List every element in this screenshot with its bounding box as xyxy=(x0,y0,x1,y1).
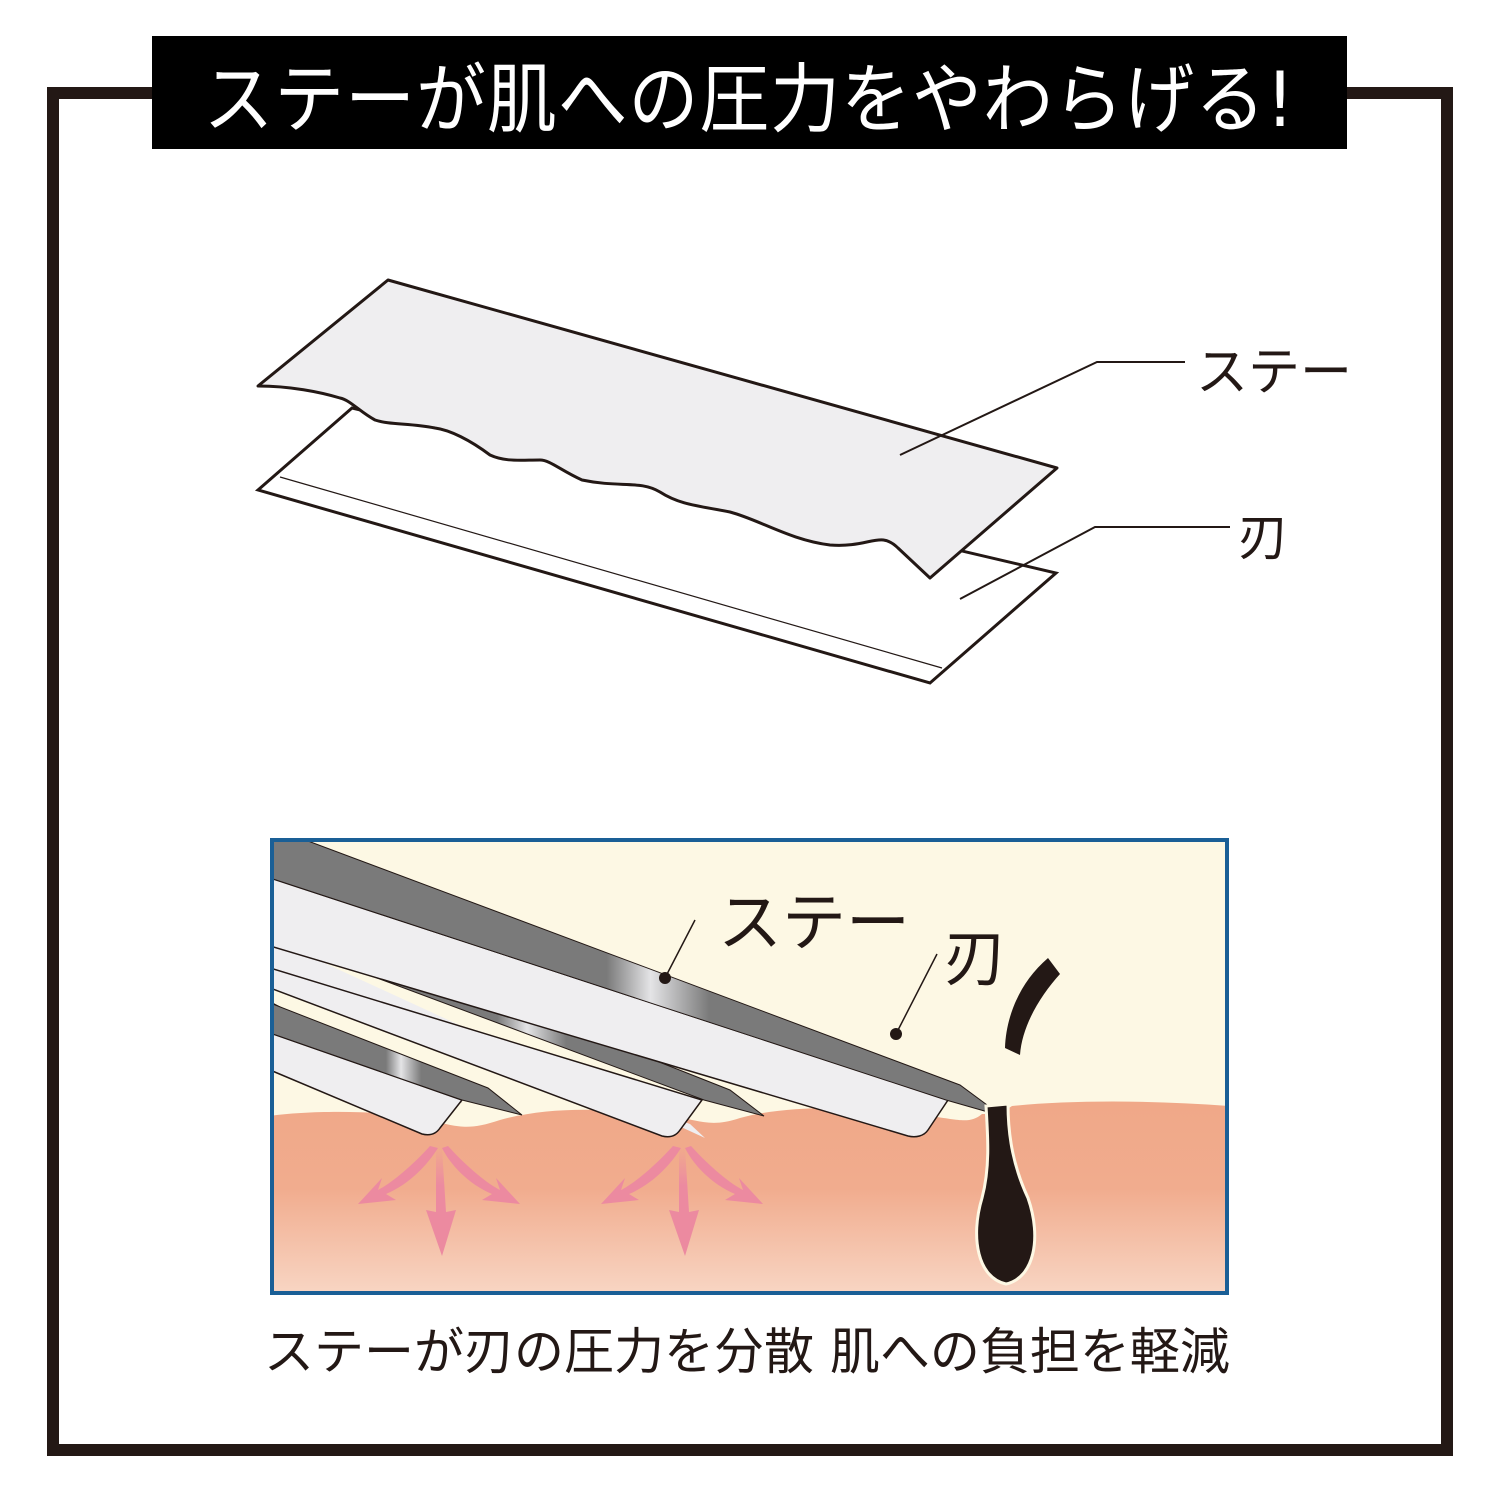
razor-blade-set-3 xyxy=(270,1001,523,1136)
pressure-arrows-middle xyxy=(601,1146,763,1256)
stay-plate xyxy=(256,278,1059,580)
blade-leader-line xyxy=(959,526,1230,600)
blade-pointer-dot xyxy=(890,1028,902,1040)
exploded-diagram xyxy=(254,278,1230,685)
stay-label-top: ステー xyxy=(1196,343,1353,403)
blade-label-top: 刃 xyxy=(1238,509,1288,567)
stay-pointer-line xyxy=(664,919,696,979)
cross-section-illustration xyxy=(270,838,1229,1295)
title-banner: ステーが肌への圧力をやわらげる! xyxy=(152,36,1347,149)
pressure-arrows-left xyxy=(358,1146,520,1256)
blade-plate xyxy=(254,406,1060,685)
page-title: ステーが肌への圧力をやわらげる! xyxy=(203,54,1296,144)
blade-pointer-line xyxy=(895,953,938,1035)
hair xyxy=(975,958,1060,1286)
stay-label-illustration: ステー xyxy=(718,887,910,961)
stay-pointer-dot xyxy=(659,972,671,984)
caption: ステーが刃の圧力を分散 肌への負担を軽減 xyxy=(264,1323,1230,1381)
stay-leader-line xyxy=(899,361,1185,456)
blade-label-illustration: 刃 xyxy=(944,922,1007,995)
